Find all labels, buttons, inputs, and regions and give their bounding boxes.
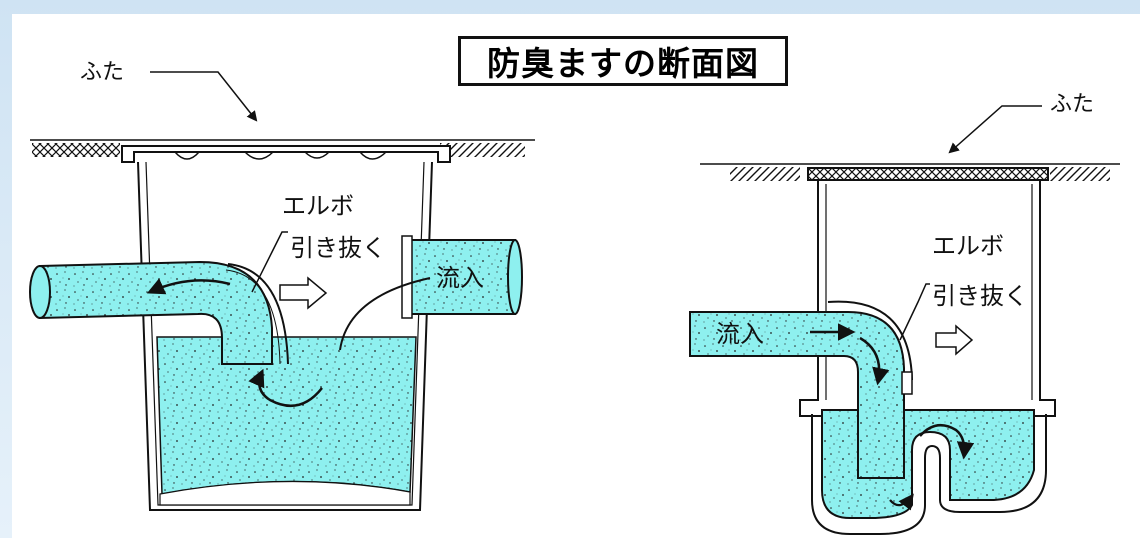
left-lid-label: ふた <box>80 60 125 85</box>
page-title: 防臭ますの断面図 <box>458 36 788 86</box>
right-lid-label: ふた <box>1050 92 1095 117</box>
right-lid-leader <box>948 105 1042 154</box>
left-outflow-arrow <box>146 278 231 295</box>
left-box-wall <box>137 161 433 511</box>
left-elbow-pipe <box>39 260 273 365</box>
left-pull-label: 引き抜く <box>290 234 386 262</box>
left-water <box>156 336 417 495</box>
left-lid-leader <box>150 71 258 122</box>
right-elbow-pipe <box>689 311 905 479</box>
right-flow-arrow <box>919 423 975 460</box>
left-inflow-leader <box>339 277 431 351</box>
left-ground-hatch <box>32 143 120 157</box>
left-elbow-leader <box>251 231 288 293</box>
right-trap-water <box>821 409 1035 519</box>
left-pull-arrow <box>279 276 328 310</box>
left-trap-diagram <box>29 71 535 511</box>
right-lid <box>807 167 1049 181</box>
right-elbow-label: エルボ <box>932 232 1004 260</box>
left-lid <box>121 145 451 163</box>
left-ground-hatch-right <box>440 143 525 157</box>
right-elbow-leader <box>899 283 930 341</box>
left-elbow-label: エルボ <box>282 192 354 220</box>
right-pull-label: 引き抜く <box>932 282 1028 310</box>
right-pull-arrow <box>935 324 974 356</box>
left-inflow-label: 流入 <box>436 264 484 292</box>
left-swirl-arrow <box>248 368 323 408</box>
right-trap-diagram <box>689 105 1120 535</box>
right-inflow-label: 流入 <box>716 320 764 348</box>
